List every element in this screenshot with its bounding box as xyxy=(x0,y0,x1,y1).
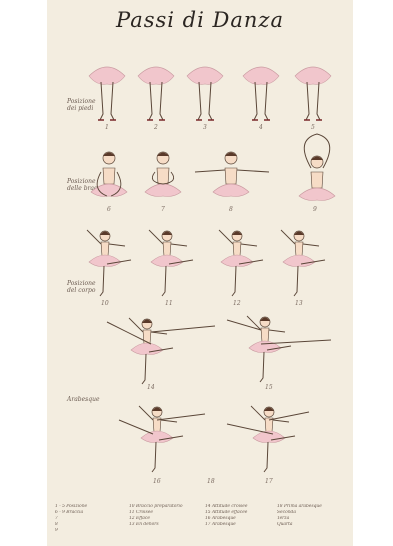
legend-line: 9 xyxy=(55,528,125,534)
ballerina-pose-figure xyxy=(219,230,263,296)
ballerina-pose-figure xyxy=(281,230,325,296)
figure-number-4: 4 xyxy=(259,124,263,131)
legend-column-4: 18 Prima arabesque Seconda Terza Quarta xyxy=(277,504,347,528)
ballerina-feet-figure xyxy=(89,67,125,120)
legend-line: 17 Arabesque xyxy=(205,522,275,528)
ballerina-arabesque-figure xyxy=(119,406,205,472)
arabesque-figures-lower xyxy=(119,406,309,472)
figure-number-1: 1 xyxy=(105,124,109,131)
figure-number-12: 12 xyxy=(233,300,241,307)
ballerina-feet-figure xyxy=(243,67,279,120)
figure-number-9: 9 xyxy=(313,206,317,213)
ballerina-arms-figure xyxy=(195,152,269,197)
ballerina-pose-figure xyxy=(149,230,193,296)
figure-number-3: 3 xyxy=(203,124,207,131)
figure-number-8: 8 xyxy=(229,206,233,213)
figure-number-17: 17 xyxy=(265,478,273,485)
figure-number-7: 7 xyxy=(161,206,165,213)
legend-line: 13 En dehors xyxy=(129,522,199,528)
ballerina-feet-figure xyxy=(138,67,174,120)
figure-number-13: 13 xyxy=(295,300,303,307)
ballerina-arabesque-figure xyxy=(227,316,331,382)
ballerina-arms-figure xyxy=(299,134,335,201)
legend-column-2: 10 Braccio preparatorio 11 Croisée 12 Ef… xyxy=(129,504,199,528)
figure-number-18: 18 xyxy=(207,478,215,485)
arm-figures xyxy=(91,134,335,201)
ballerina-pose-figure xyxy=(87,230,131,296)
figure-number-2: 2 xyxy=(154,124,158,131)
figure-number-14: 14 xyxy=(147,384,155,391)
legend-line: Quarta xyxy=(277,522,347,528)
figure-number-10: 10 xyxy=(101,300,109,307)
figure-number-15: 15 xyxy=(265,384,273,391)
dance-poster: Passi di Danza Posizione dei piedi Posiz… xyxy=(47,0,353,546)
legend-column-1: 1 - 5 Posizione 6 - 9 Braccia 7 8 9 xyxy=(55,504,125,534)
ballerina-arms-figure xyxy=(145,152,181,197)
arabesque-figures-upper xyxy=(107,316,331,384)
ballerina-feet-figure xyxy=(295,67,331,120)
figure-number-5: 5 xyxy=(311,124,315,131)
figure-number-11: 11 xyxy=(165,300,173,307)
ballerina-arabesque-figure xyxy=(107,318,215,384)
poster-legend: 1 - 5 Posizione 6 - 9 Braccia 7 8 9 10 B… xyxy=(55,504,347,540)
ballerina-arabesque-figure xyxy=(227,406,309,472)
legend-column-3: 14 Attitude croisée 15 Attitude effacée … xyxy=(205,504,275,528)
ballerina-illustrations xyxy=(47,0,353,546)
feet-figures xyxy=(89,67,331,120)
figure-number-16: 16 xyxy=(153,478,161,485)
ballerina-feet-figure xyxy=(187,67,223,120)
body-figures xyxy=(87,230,325,296)
figure-number-6: 6 xyxy=(107,206,111,213)
ballerina-arms-figure xyxy=(91,152,127,197)
